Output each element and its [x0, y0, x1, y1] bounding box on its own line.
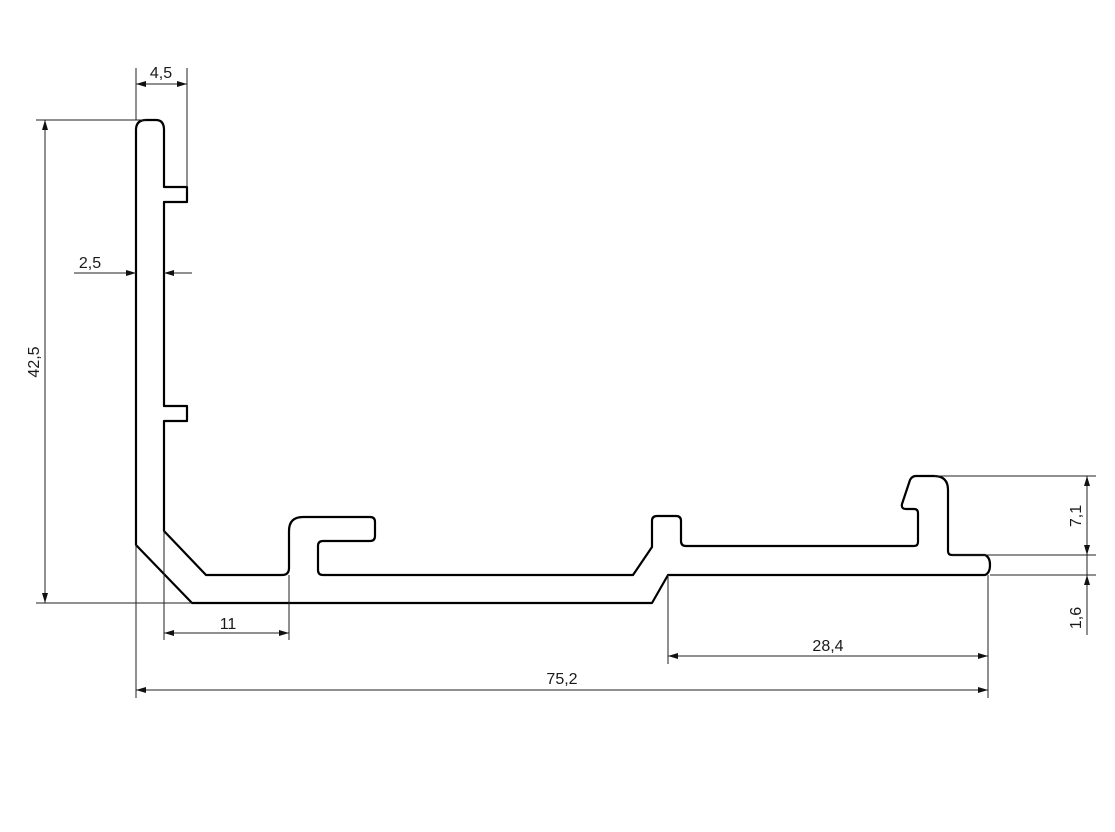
dim-4-5-label: 4,5	[150, 65, 172, 82]
dim-42-5-label: 42,5	[26, 346, 43, 377]
dimension-lines	[42, 81, 1090, 693]
dim-11-label: 11	[220, 616, 237, 633]
extension-lines	[36, 68, 1096, 698]
dim-7-1-label: 7,1	[1068, 505, 1085, 527]
dim-2-5-label: 2,5	[79, 255, 101, 272]
dim-75-2-label: 75,2	[546, 671, 577, 688]
dim-1-6-label: 1,6	[1068, 607, 1085, 629]
dim-28-4-label: 28,4	[812, 638, 843, 655]
profile-outline	[134, 118, 992, 605]
